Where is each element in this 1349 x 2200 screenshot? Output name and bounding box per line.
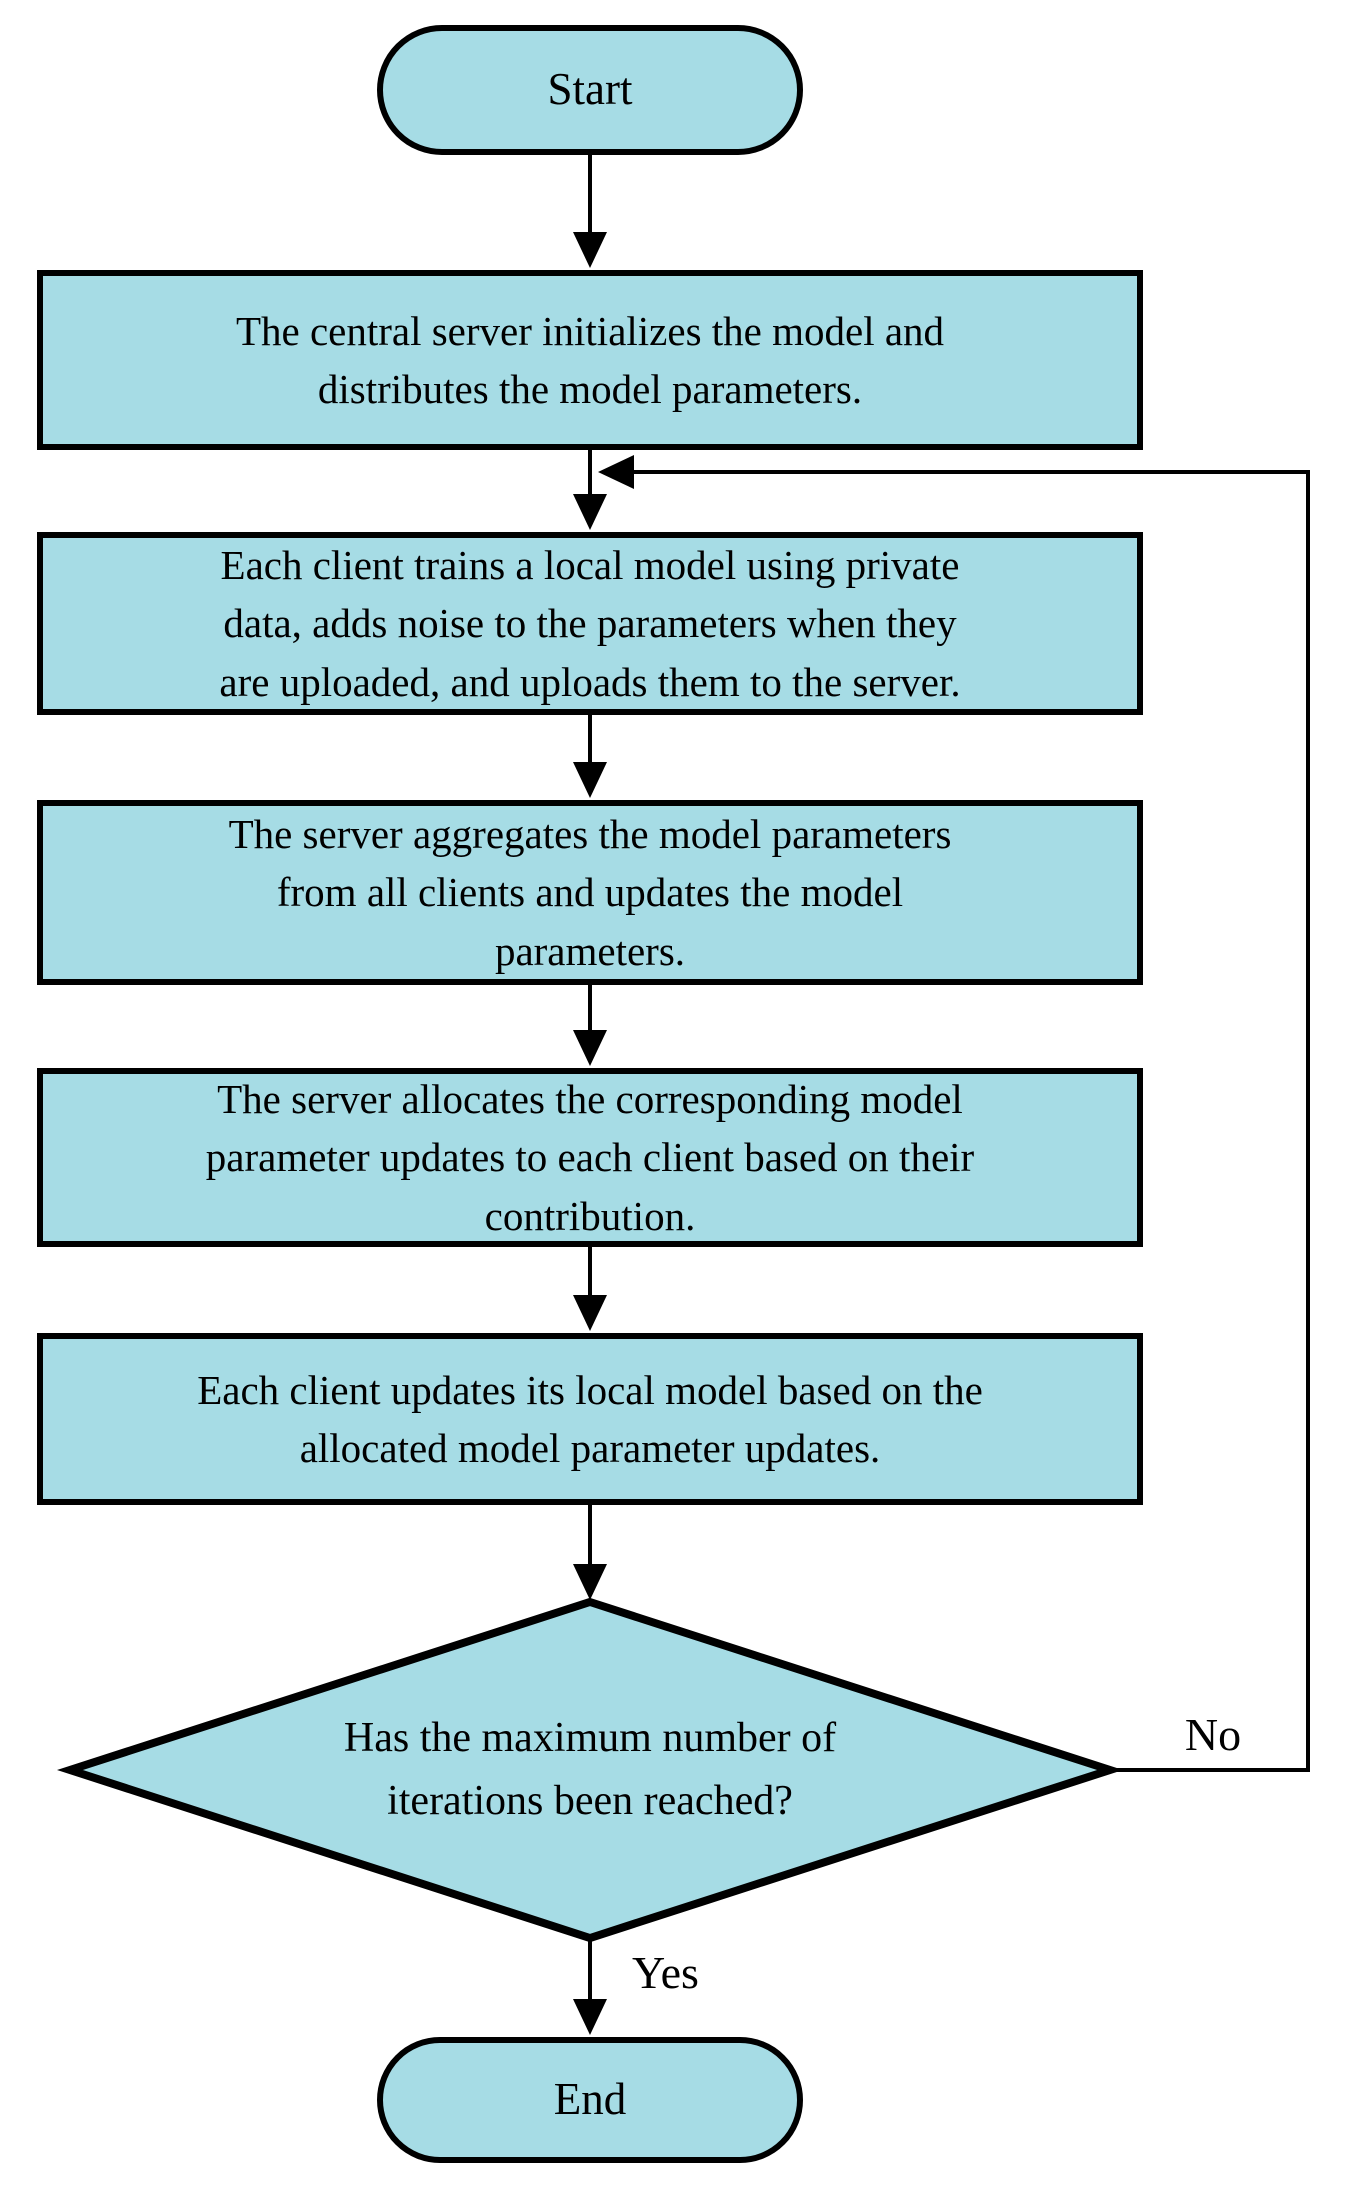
process-client-update: Each client updates its local model base…: [37, 1333, 1143, 1505]
arrowhead-into-aggregate: [573, 762, 607, 798]
arrowhead-into-end: [573, 1999, 607, 2035]
process-client-training-text: Each client trains a local model using p…: [219, 542, 961, 705]
decision-text: Has the maximum number of iterations bee…: [343, 1715, 837, 1824]
arrowhead-into-decision: [573, 1564, 607, 1600]
process-allocate-updates: The server allocates the corresponding m…: [37, 1068, 1143, 1247]
process-client-update-text: Each client updates its local model base…: [197, 1366, 983, 1471]
yes-branch-label: Yes: [632, 1947, 699, 1998]
process-allocate-updates-text: The server allocates the corresponding m…: [205, 1076, 975, 1239]
process-client-training: Each client trains a local model using p…: [37, 532, 1143, 715]
process-server-aggregation: The server aggregates the model paramete…: [37, 800, 1143, 985]
no-branch-label: No: [1184, 1709, 1242, 1760]
process-initialize-text: The central server initializes the model…: [235, 307, 945, 412]
arrowhead-into-update: [573, 1295, 607, 1331]
arrowhead-loop-merge: [598, 455, 634, 489]
start-label: Start: [547, 64, 633, 115]
arrowhead-into-train: [573, 494, 607, 530]
start-node: Start: [377, 25, 803, 155]
end-node: End: [377, 2037, 803, 2163]
process-initialize-model: The central server initializes the model…: [37, 270, 1143, 450]
end-label: End: [553, 2074, 627, 2125]
process-server-aggregation-text: The server aggregates the model paramete…: [228, 811, 952, 974]
arrowhead-into-init: [573, 232, 607, 268]
arrowhead-into-allocate: [573, 1030, 607, 1066]
